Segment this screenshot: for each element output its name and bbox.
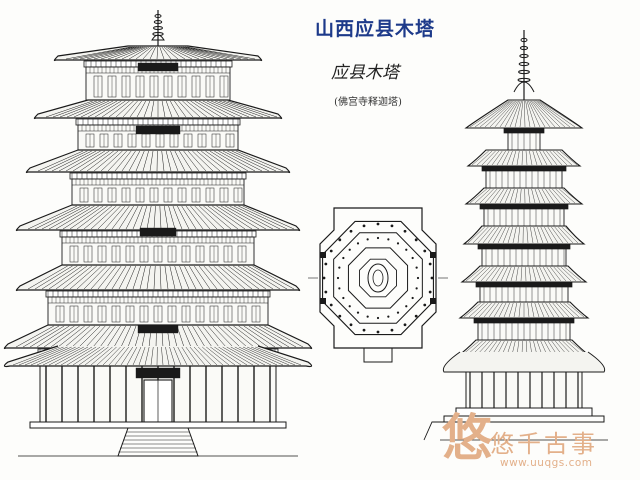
watermark-logo-char: 悠: [442, 408, 492, 467]
right-pagoda-elevation: [423, 30, 608, 441]
watermark-url: www.uuqgs.com: [500, 457, 593, 469]
page-subtitle: 应县木塔: [331, 63, 399, 83]
pagoda-floor-plan: [308, 207, 448, 363]
page-title: 山西应县木塔: [314, 18, 435, 40]
page-caption: (佛宫寺释迦塔): [334, 97, 402, 108]
watermark-text: 悠千古事: [490, 430, 598, 458]
left-pagoda-elevation: [3, 10, 313, 457]
